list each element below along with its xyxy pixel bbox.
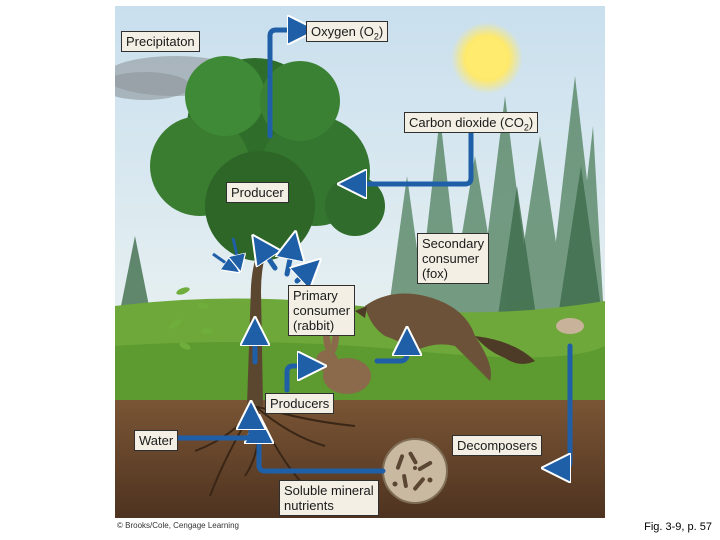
arrow-rabbit-to-tree-1: [260, 246, 275, 271]
label-water: Water: [134, 430, 179, 451]
label-decomposers: Decomposers: [452, 435, 543, 456]
arrow-oxygen: [267, 30, 303, 139]
arrow-rabbit-to-tree-3: [297, 268, 311, 281]
label-oxygen: Oxygen (O2): [306, 21, 389, 42]
bacteria-icon: [382, 438, 448, 504]
distant-animal: [556, 318, 584, 334]
copyright-notice: © Brooks/Cole, Cengage Learning: [117, 521, 239, 530]
label-secondary-consumer: Secondary consumer (fox): [417, 233, 490, 284]
label-producer: Producer: [226, 182, 289, 203]
cycle-arrows: [172, 30, 573, 474]
arrow-producers-to-rabbit: [284, 366, 313, 393]
ecosystem-scene: [115, 6, 605, 518]
arrow-rabbit-to-fox: [374, 340, 407, 364]
arrow-carbon-dioxide: [351, 131, 474, 184]
label-precipitation: Precipitaton: [121, 31, 200, 52]
label-producers: Producers: [265, 393, 335, 414]
sun-icon: [451, 22, 523, 94]
arrow-decomposers-to-nutrients: [259, 428, 386, 474]
falling-leaves: [169, 287, 213, 350]
label-carbon-dioxide: Carbon dioxide (CO2): [404, 112, 539, 133]
label-soluble-mineral-nutrients: Soluble mineral nutrients: [279, 480, 379, 516]
fox-icon: [355, 293, 535, 381]
label-primary-consumer: Primary consumer (rabbit): [288, 285, 356, 336]
arrow-water-to-tree: [172, 414, 251, 441]
figure-caption: Fig. 3-9, p. 57: [644, 521, 712, 533]
ecosystem-diagram: Precipitaton Oxygen (O2) Carbon dioxide …: [115, 6, 605, 518]
arrow-fox-to-decomposers: [555, 343, 573, 468]
arrow-leaf-2: [233, 237, 239, 264]
